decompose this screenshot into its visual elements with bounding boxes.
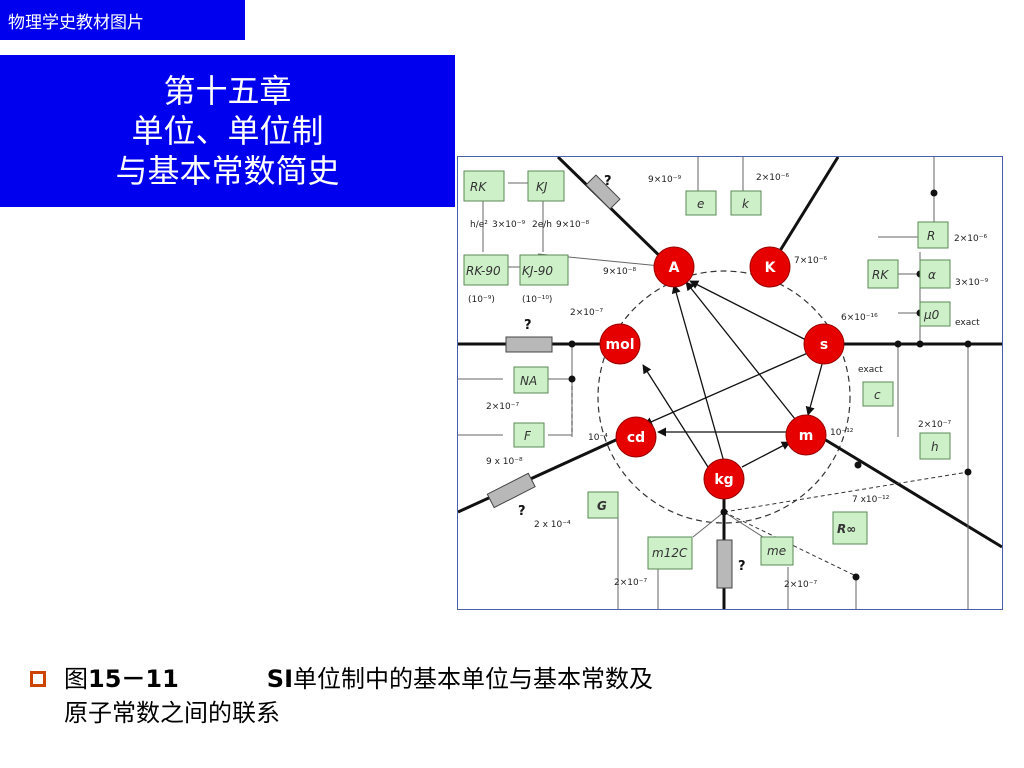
- box-h: h: [931, 440, 939, 454]
- unc-f: 9 x 10⁻⁸: [486, 457, 523, 467]
- unc-a: 9×10⁻⁸: [603, 267, 636, 277]
- unc-e: 9×10⁻⁹: [648, 175, 681, 185]
- node-mol: mol: [605, 337, 634, 353]
- box-m12c: m12C: [652, 546, 688, 560]
- unc-alpha: 3×10⁻⁹: [955, 278, 988, 288]
- box-c: c: [874, 388, 881, 402]
- si-units-diagram: RK KJ RK-90 KJ-90 e k R RK α μ0 NA F c h…: [457, 156, 1003, 610]
- unc-m12c: 2×10⁻⁷: [614, 578, 647, 588]
- unc-m: 10⁻¹²: [830, 428, 854, 438]
- box-kj90: KJ-90: [522, 264, 553, 278]
- unc-k: 2×10⁻⁶: [756, 173, 789, 183]
- node-kg-circle: [703, 458, 745, 500]
- node-k: K: [765, 260, 777, 276]
- node-a-circle: [653, 246, 695, 288]
- node-m-circle: [785, 414, 827, 456]
- box-me: me: [767, 544, 786, 558]
- caption-number: 15－11: [88, 665, 179, 693]
- label-2e-h: 2e/h: [532, 220, 552, 230]
- unc-na: 2×10⁻⁷: [486, 402, 519, 412]
- unknown-mark-3: ?: [518, 504, 526, 519]
- unc-kelvin: 7×10⁻⁶: [794, 256, 827, 266]
- chapter-title-line2: 单位、单位制: [131, 112, 324, 150]
- bullet-square-icon: [30, 671, 46, 687]
- exact-c: exact: [858, 365, 883, 375]
- unc-h: 2×10⁻⁷: [918, 420, 951, 430]
- box-rk90: RK-90: [466, 264, 501, 278]
- exact-mu0: exact: [955, 318, 980, 328]
- unc-r: 2×10⁻⁶: [954, 234, 987, 244]
- node-s: s: [820, 337, 828, 353]
- node-cd: cd: [627, 430, 645, 446]
- caption-prefix: 图: [64, 665, 88, 693]
- label-p9: (10⁻⁹): [468, 295, 495, 305]
- box-e: e: [697, 197, 704, 211]
- box-na: NA: [520, 374, 537, 388]
- node-k-circle: [749, 246, 791, 288]
- unknown-mark-1: ?: [604, 174, 612, 189]
- box-mu0: μ0: [923, 308, 940, 322]
- caption-text-line2: 原子常数之间的联系: [64, 699, 280, 727]
- unknown-mark-4: ?: [738, 559, 746, 574]
- unc-s: 6×10⁻¹⁶: [841, 313, 878, 323]
- unc-2e-h: 9×10⁻⁸: [556, 220, 589, 230]
- node-mol-circle: [599, 323, 641, 365]
- unc-g: 2 x 10⁻⁴: [534, 520, 571, 530]
- chapter-title-box: 第十五章 单位、单位制 与基本常数简史: [0, 55, 455, 207]
- node-kg: kg: [714, 472, 733, 488]
- box-rk: RK: [470, 180, 487, 194]
- unc-rinf: 7 x10⁻¹²: [852, 495, 890, 505]
- node-a: A: [669, 260, 680, 276]
- box-rinf: R∞: [837, 522, 856, 536]
- caption-text-line1: 单位制中的基本单位与基本常数及: [293, 665, 654, 693]
- unc-h-e2: 3×10⁻⁹: [492, 220, 525, 230]
- figure-caption: 图15－11 SI单位制中的基本单位与基本常数及 原子常数之间的联系: [30, 662, 930, 730]
- box-k: k: [742, 197, 750, 211]
- node-s-circle: [803, 323, 845, 365]
- node-m: m: [799, 428, 814, 444]
- label-p10: (10⁻¹⁰): [522, 295, 552, 305]
- unc-me: 2×10⁻⁷: [784, 580, 817, 590]
- box-g: G: [597, 499, 607, 513]
- unc-cd: 10⁻⁴: [588, 433, 608, 443]
- node-cd-circle: [615, 416, 657, 458]
- chapter-title-line3: 与基本常数简史: [115, 152, 340, 190]
- box-rk2: RK: [872, 268, 889, 282]
- caption-si: SI: [266, 665, 294, 693]
- label-h-e2: h/e²: [470, 220, 488, 230]
- box-kj: KJ: [536, 180, 548, 194]
- box-f: F: [524, 429, 532, 443]
- box-alpha: α: [928, 268, 936, 282]
- box-r: R: [927, 229, 935, 243]
- unknown-mark-2: ?: [524, 318, 532, 333]
- unc-mol: 2×10⁻⁷: [570, 308, 603, 318]
- course-tag: 物理学史教材图片: [0, 0, 245, 40]
- chapter-title-line1: 第十五章: [163, 72, 292, 110]
